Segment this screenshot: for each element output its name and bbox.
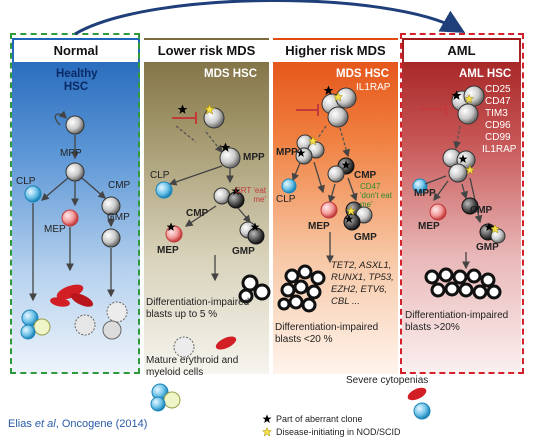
aml-blasts-note: Differentiation-impaired blasts >20%: [405, 310, 509, 333]
progression-arrow: [74, 0, 466, 36]
legend-black-star-icon: [262, 414, 272, 423]
aml-marker-tim3: TIM3: [485, 108, 508, 119]
aml-gmp-label: GMP: [476, 242, 499, 253]
legend-yellow-star-icon: [262, 427, 272, 437]
crt-eat-me-label: CRT 'eat me': [234, 186, 266, 204]
citation-etal: et al: [34, 418, 56, 430]
higher-gmp-label: GMP: [354, 232, 377, 243]
aml-title: AML: [404, 40, 519, 62]
normal-cmp-label: CMP: [108, 180, 131, 191]
higher-risk-hierarchy: [277, 85, 431, 420]
aml-mep-label: MEP: [418, 221, 440, 232]
cd47-dont-eat-me-label: CD47 'don't eat me': [360, 182, 392, 209]
higher-cmp-label: CMP: [354, 170, 377, 181]
lower-mature-note: Mature erythroid and myeloid cells: [146, 355, 239, 378]
aml-marker-cd47: CD47: [485, 96, 511, 107]
citation-authors: Elias: [8, 418, 32, 430]
normal-hierarchy: [20, 110, 128, 340]
healthy-hsc-label: Healthy HSC: [56, 68, 98, 93]
aml-marker-cd99: CD99: [485, 132, 511, 143]
citation-rest: , Oncogene (2014): [55, 418, 148, 430]
legend-yellow-star-label: Disease-initiating in NOD/SCID: [276, 427, 401, 437]
normal-mpp-label: MPP: [60, 148, 82, 159]
lower-mds-hsc-label: MDS HSC: [204, 68, 258, 80]
aml-marker-il1rap: IL1RAP: [482, 144, 517, 155]
lower-mpp-label: MPP: [243, 152, 265, 163]
aml-marker-cd96: CD96: [485, 120, 511, 131]
citation: Elias et al, Oncogene (2014): [8, 418, 147, 430]
lower-mep-label: MEP: [157, 245, 179, 256]
lower-gmp-label: GMP: [232, 246, 255, 257]
normal-title: Normal: [14, 40, 138, 62]
normal-clp-label: CLP: [16, 176, 36, 187]
higher-risk-title: Higher risk MDS: [273, 40, 398, 62]
aml-cmp-label: CMP: [470, 205, 493, 216]
aml-hierarchy: [412, 85, 506, 300]
lower-risk-panel: [144, 38, 269, 374]
lower-risk-hierarchy: [150, 104, 271, 412]
lower-cmp-label: CMP: [186, 208, 209, 219]
higher-mep-label: MEP: [308, 221, 330, 232]
aml-mpp-label: MPP: [414, 188, 436, 199]
higher-blasts-note: Differentiation-impaired blasts <20 %: [275, 322, 379, 345]
normal-mep-label: MEP: [44, 224, 66, 235]
higher-mds-hsc-label: MDS HSC: [336, 68, 390, 80]
severe-cytopenias-note: Severe cytopenias: [346, 375, 429, 386]
higher-mpp-label: MPP: [276, 147, 298, 158]
higher-clp-label: CLP: [276, 194, 296, 205]
aml-marker-cd25: CD25: [485, 84, 511, 95]
lower-risk-title: Lower risk MDS: [144, 40, 269, 62]
lower-clp-label: CLP: [150, 170, 170, 181]
legend-black-star-label: Part of aberrant clone: [276, 414, 363, 424]
aml-hsc-label: AML HSC: [459, 68, 512, 80]
higher-il1rap-label: IL1RAP: [356, 82, 391, 93]
aml-dashed-border: [400, 33, 524, 374]
mutated-genes-list: TET2, ASXL1, RUNX1, TP53, EZH2, ETV6, CB…: [331, 260, 394, 307]
lower-blasts-note: Differentiation-impaired blasts up to 5 …: [146, 297, 250, 320]
normal-gmp-label: GMP: [107, 212, 130, 223]
